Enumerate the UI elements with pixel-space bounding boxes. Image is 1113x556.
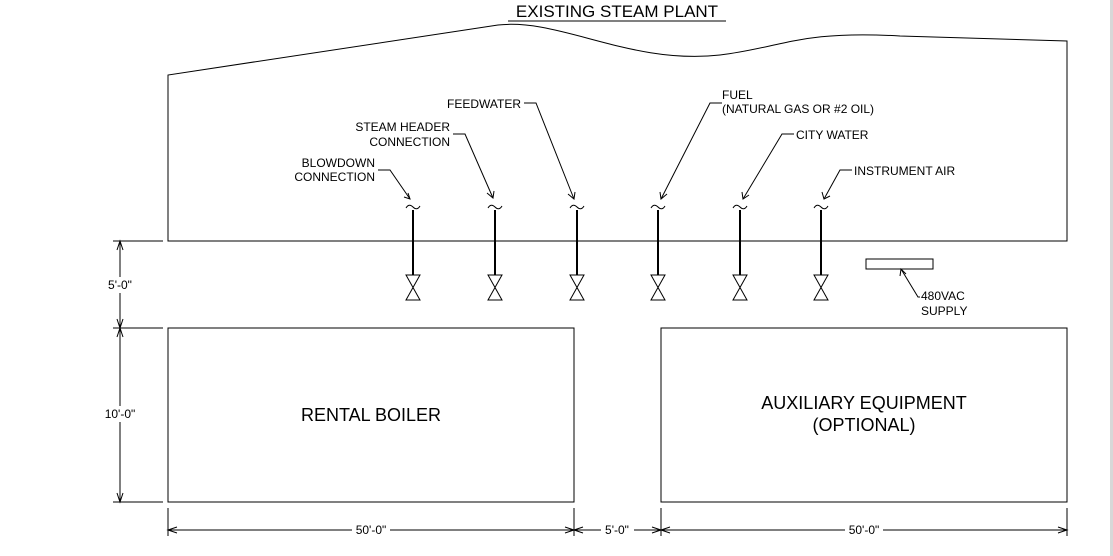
label-feedwater: FEEDWATER <box>447 97 521 111</box>
arrowhead <box>821 191 831 200</box>
arrowhead <box>741 191 750 200</box>
label-supply-line2: SUPPLY <box>921 304 967 318</box>
label-steam-header: STEAM HEADER <box>355 120 450 134</box>
leader-feedwater <box>524 102 575 200</box>
rental-boiler-label: RENTAL BOILER <box>301 405 441 425</box>
pipe-connection-blowdown <box>405 204 421 301</box>
label-city-water: CITY WATER <box>796 128 869 142</box>
leader-fuel <box>660 102 722 200</box>
break-symbol <box>405 204 421 210</box>
leader-steam-header <box>453 133 494 199</box>
label-fuel-line2: (NATURAL GAS OR #2 OIL) <box>722 102 874 116</box>
leader-instrument-air <box>823 169 852 200</box>
auxiliary-equipment-label: AUXILIARY EQUIPMENT <box>761 393 966 413</box>
valve-symbol <box>813 274 829 301</box>
label-steam-header-line2: CONNECTION <box>369 135 450 149</box>
dimension-horizontal: 50'-0" 5'-0" 50'-0" <box>166 508 1069 537</box>
pipe-connection-feedwater <box>569 204 585 301</box>
arrowhead <box>572 526 584 534</box>
window-edge <box>1110 0 1113 556</box>
valve-symbol <box>732 274 748 301</box>
dim-aux-width: 50'-0" <box>849 523 880 537</box>
arrowhead <box>1057 526 1069 534</box>
arrowhead <box>116 239 124 251</box>
label-instrument-air: INSTRUMENT AIR <box>854 164 955 178</box>
leader-blowdown <box>378 169 411 200</box>
leader-supply <box>900 268 920 298</box>
dimension-vertical: 5'-0" 10'-0" <box>105 239 163 504</box>
pipe-connection-city-water <box>732 204 748 301</box>
leader-city-water <box>742 133 794 200</box>
break-symbol <box>650 204 666 210</box>
arrowhead <box>567 191 576 200</box>
break-symbol <box>487 204 503 210</box>
drawing-title: EXISTING STEAM PLANT <box>516 2 718 21</box>
arrowhead <box>116 326 124 338</box>
arrowhead <box>486 190 495 199</box>
arrowhead <box>116 492 124 504</box>
dim-boiler-width: 50'-0" <box>356 523 387 537</box>
valve-symbol <box>487 274 503 301</box>
auxiliary-equipment-optional-label: (OPTIONAL) <box>812 415 915 435</box>
break-symbol <box>732 204 748 210</box>
pipe-connection-steam-header <box>487 204 503 301</box>
auxiliary-equipment-box <box>660 327 1068 503</box>
electrical-supply-panel <box>865 258 934 270</box>
arrowhead <box>166 526 178 534</box>
dim-spacing-width: 5'-0" <box>605 523 629 537</box>
arrowhead <box>899 267 907 277</box>
rental-boiler-box <box>167 327 575 503</box>
existing-plant-outline <box>167 23 1068 242</box>
arrowhead <box>659 526 671 534</box>
dim-gap-height: 5'-0" <box>108 278 132 292</box>
label-blowdown: BLOWDOWN <box>302 156 375 170</box>
valve-symbol <box>569 274 585 301</box>
label-blowdown-line2: CONNECTION <box>294 170 375 184</box>
valve-symbol <box>405 274 421 301</box>
label-fuel: FUEL <box>722 88 753 102</box>
break-symbol <box>813 204 829 210</box>
pipe-connection-fuel <box>650 204 666 301</box>
dim-box-height: 10'-0" <box>105 407 136 421</box>
valve-symbol <box>650 274 666 301</box>
arrowhead <box>659 191 668 200</box>
arrowhead <box>403 192 411 200</box>
pipe-connection-instrument-air <box>813 204 829 301</box>
label-supply: 480VAC <box>921 289 965 303</box>
break-symbol <box>569 204 585 210</box>
